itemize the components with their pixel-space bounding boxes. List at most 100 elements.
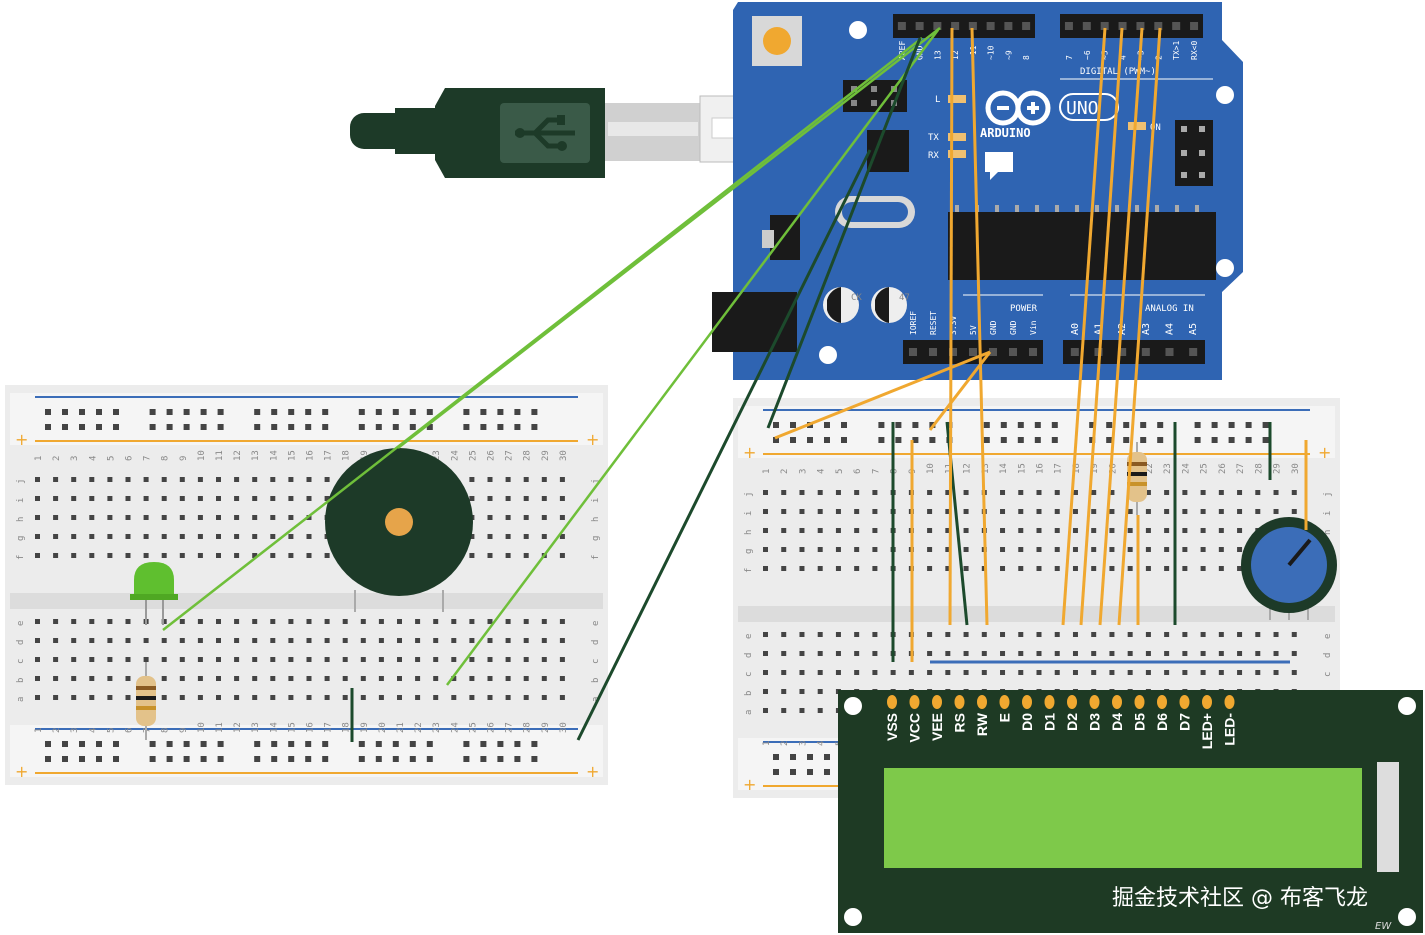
lcd-pin-pad [932, 695, 942, 709]
svg-text:18: 18 [342, 722, 352, 733]
power-label: POWER [1010, 304, 1038, 314]
svg-text:10: 10 [197, 722, 207, 733]
svg-text:1: 1 [34, 456, 44, 461]
lcd-screen [884, 768, 1362, 868]
svg-text:9: 9 [179, 456, 189, 461]
lcd-pin-label: D7 [1177, 713, 1193, 731]
lcd-pin-label: RW [974, 712, 990, 736]
digital-pin-label: AREF [898, 41, 907, 60]
row-letter: e [591, 621, 601, 626]
lcd-pin-pad [1202, 695, 1212, 709]
lcd-pin-label: D0 [1019, 713, 1035, 731]
svg-text:13: 13 [981, 463, 991, 474]
svg-text:7: 7 [143, 456, 153, 461]
row-letter: b [744, 691, 754, 696]
svg-text:28: 28 [1254, 463, 1264, 474]
svg-text:23: 23 [432, 722, 442, 733]
svg-text:5: 5 [106, 728, 116, 733]
digital-pin-label: 4 [1119, 55, 1128, 60]
lcd-pin-pad [887, 695, 897, 709]
led-label-l: L [935, 95, 940, 105]
svg-text:23: 23 [432, 450, 442, 461]
row-letter: b [591, 678, 601, 683]
digital-header-right [1060, 14, 1203, 38]
svg-text:18: 18 [1072, 463, 1082, 474]
row-letter: e [744, 634, 754, 639]
lcd-pin-pad [1224, 695, 1235, 709]
row-letter: h [591, 517, 601, 522]
svg-text:15: 15 [287, 450, 297, 461]
lcd-pin-pad [1157, 695, 1167, 709]
digital-pin-label: 7 [1065, 55, 1074, 60]
svg-text:12: 12 [233, 450, 243, 461]
svg-text:1: 1 [762, 469, 772, 474]
row-letter: j [16, 479, 26, 484]
svg-text:3: 3 [798, 469, 808, 474]
svg-text:4: 4 [88, 728, 98, 733]
svg-text:24: 24 [450, 722, 460, 733]
lcd-pin-pad [954, 695, 965, 709]
svg-text:10: 10 [197, 450, 207, 461]
svg-text:11: 11 [215, 450, 225, 461]
svg-text:19: 19 [360, 722, 370, 733]
svg-text:1: 1 [34, 728, 44, 733]
svg-text:16: 16 [306, 722, 316, 733]
svg-text:25: 25 [468, 450, 478, 461]
svg-text:2: 2 [780, 741, 790, 746]
row-letter: c [16, 659, 26, 664]
lcd-pin-pad [999, 695, 1010, 709]
row-letter: f [16, 555, 26, 560]
analog-pin-label: A3 [1141, 323, 1152, 335]
lcd-pin-label: D3 [1087, 713, 1103, 731]
row-letter: h [1323, 530, 1333, 535]
row-letter: h [744, 530, 754, 535]
row-letter: f [591, 555, 601, 560]
watermark: 掘金技术社区 @ 布客飞龙 [1112, 886, 1368, 911]
digital-pin-label: 13 [933, 50, 942, 60]
arduino-logo-icon [985, 90, 1051, 126]
svg-text:20: 20 [378, 722, 388, 733]
row-letter: g [591, 536, 601, 541]
plus-sign: + [15, 430, 28, 449]
usb-icon [500, 103, 590, 163]
svg-text:7: 7 [143, 728, 153, 733]
row-letter: i [16, 498, 26, 503]
row-letter: a [744, 710, 754, 715]
svg-text:22: 22 [1145, 463, 1155, 474]
breadboard-left: ++++112233445566778899101011111212131314… [5, 385, 608, 785]
row-letter: b [16, 678, 26, 683]
svg-text:30: 30 [1291, 463, 1301, 474]
row-letter: g [744, 549, 754, 554]
plus-sign: + [15, 762, 28, 781]
lcd-pin-pad [1112, 695, 1122, 709]
digital-pin-label: 12 [951, 50, 960, 60]
svg-text:10: 10 [926, 463, 936, 474]
led-label-rx: RX [928, 151, 939, 161]
row-letter: d [744, 653, 754, 658]
lcd-pin-pad [1089, 695, 1100, 709]
chat-icon [985, 152, 1013, 180]
lcd-pin-label: D6 [1154, 713, 1170, 731]
svg-text:20: 20 [1108, 463, 1118, 474]
svg-text:26: 26 [487, 450, 497, 461]
svg-text:4: 4 [817, 469, 827, 474]
row-letter: a [16, 697, 26, 702]
svg-text:29: 29 [541, 722, 551, 733]
breadboard-body [5, 385, 608, 785]
capacitor: 47 [871, 287, 910, 323]
lcd-pin-label: LED+ [1199, 713, 1215, 749]
power-pin-label: GND [1009, 320, 1018, 335]
svg-text:23: 23 [1163, 463, 1173, 474]
lcd-pin-label: VEE [929, 713, 945, 741]
lcd-pin-label: VCC [907, 713, 923, 743]
on-label: ON [1150, 123, 1161, 133]
lcd-pin-pad [1179, 695, 1190, 709]
svg-text:8: 8 [890, 469, 900, 474]
svg-text:26: 26 [1218, 463, 1228, 474]
analog-pin-label: A2 [1117, 323, 1128, 335]
svg-text:30: 30 [559, 450, 569, 461]
svg-text:2: 2 [52, 456, 62, 461]
lcd-pin-pad [1134, 695, 1145, 709]
lcd-mark: EW [1375, 921, 1392, 932]
